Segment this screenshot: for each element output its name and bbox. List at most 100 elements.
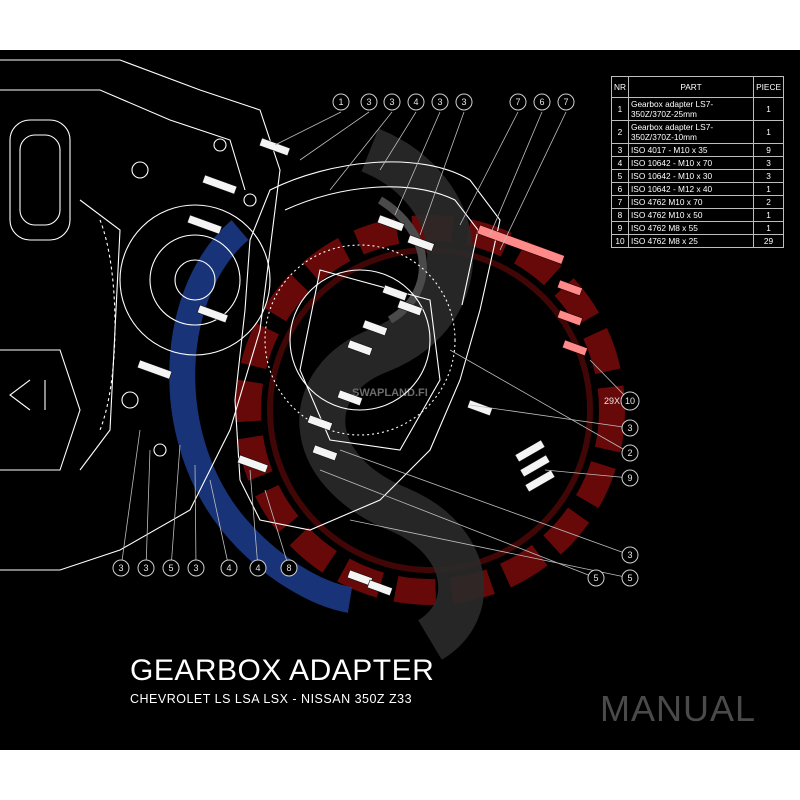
svg-text:3: 3 [461, 97, 466, 107]
svg-text:3: 3 [193, 563, 198, 573]
row-nr: 1 [611, 97, 629, 121]
row-piece: 3 [753, 156, 784, 170]
callout-5: 5 [621, 569, 639, 587]
svg-text:1: 1 [338, 97, 343, 107]
row-part: ISO 4762 M10 x 70 [627, 195, 755, 209]
row-part: Gearbox adapter LS7-350Z/370Z-25mm [627, 97, 755, 121]
callouts-top: 1 3 3 4 3 3 7 6 7 [332, 93, 575, 111]
svg-text:4: 4 [255, 563, 260, 573]
row-part: ISO 4762 M8 x 55 [627, 221, 755, 235]
row-nr: 6 [611, 182, 629, 196]
row-piece: 1 [753, 97, 784, 121]
callout-9: 9 [621, 469, 639, 487]
column-header-piece: PIECE [753, 76, 784, 98]
callout-7: 7 [509, 93, 527, 111]
svg-text:3: 3 [627, 423, 632, 433]
callout-4: 4 [407, 93, 425, 111]
column-header-nr: NR [611, 76, 629, 98]
svg-text:10: 10 [625, 396, 635, 406]
callout-7: 7 [557, 93, 575, 111]
row-piece: 9 [753, 143, 784, 157]
table-header-row: NR PART PIECE [611, 76, 784, 98]
callout-2: 2 [621, 444, 639, 462]
row-piece: 1 [753, 208, 784, 222]
row-piece: 1 [753, 182, 784, 196]
callout-3: 3 [360, 93, 378, 111]
callout-3: 3 [137, 559, 155, 577]
bolt-group [136, 137, 556, 597]
svg-text:5: 5 [168, 563, 173, 573]
qty-prefix: 29X [604, 396, 620, 406]
row-nr: 8 [611, 208, 629, 222]
svg-text:3: 3 [627, 550, 632, 560]
svg-text:9: 9 [627, 473, 632, 483]
diagram-canvas: SWAPLAND.FI [0, 50, 800, 750]
callout-10: 10 [620, 391, 640, 411]
row-part: ISO 4017 - M10 x 35 [627, 143, 755, 157]
row-nr: 10 [611, 234, 629, 248]
callout-3: 3 [187, 559, 205, 577]
row-part: ISO 10642 - M12 x 40 [627, 182, 755, 196]
engine-block [0, 59, 281, 571]
svg-text:3: 3 [366, 97, 371, 107]
column-header-part: PART [627, 76, 755, 98]
row-piece: 2 [753, 195, 784, 209]
svg-text:5: 5 [627, 573, 632, 583]
page-subtitle: CHEVROLET LS LSA LSX - NISSAN 350Z Z33 [130, 692, 413, 706]
exploded-view-drawing: SWAPLAND.FI [0, 59, 640, 660]
row-part: ISO 10642 - M10 x 30 [627, 169, 755, 183]
callout-3: 3 [621, 546, 639, 564]
page-title: GEARBOX ADAPTER [130, 654, 435, 687]
adapter-plate [234, 161, 501, 531]
callout-5: 5 [162, 559, 180, 577]
callout-4: 4 [249, 559, 267, 577]
row-part: ISO 4762 M10 x 50 [627, 208, 755, 222]
row-part: Gearbox adapter LS7-350Z/370Z-10mm [627, 120, 755, 144]
callout-5: 5 [587, 569, 605, 587]
row-piece: 1 [753, 120, 784, 144]
row-part: ISO 4762 M8 x 25 [627, 234, 755, 248]
row-nr: 2 [611, 120, 629, 144]
svg-text:7: 7 [563, 97, 568, 107]
svg-text:3: 3 [143, 563, 148, 573]
svg-text:6: 6 [539, 97, 544, 107]
svg-text:3: 3 [437, 97, 442, 107]
callout-4: 4 [220, 559, 238, 577]
bolt-group-highlight [476, 224, 588, 357]
row-nr: 3 [611, 143, 629, 157]
svg-text:7: 7 [515, 97, 520, 107]
callout-3: 3 [621, 419, 639, 437]
row-piece: 1 [753, 221, 784, 235]
row-nr: 7 [611, 195, 629, 209]
svg-text:5: 5 [593, 573, 598, 583]
row-nr: 9 [611, 221, 629, 235]
row-piece: 3 [753, 169, 784, 183]
callout-6: 6 [533, 93, 551, 111]
manual-label: MANUAL [600, 688, 757, 729]
callout-8: 8 [280, 559, 298, 577]
row-nr: 4 [611, 156, 629, 170]
svg-text:3: 3 [118, 563, 123, 573]
callout-3: 3 [112, 559, 130, 577]
callouts-right: 29X 10 3 2 9 3 5 5 [587, 391, 640, 587]
leader-lines [120, 111, 631, 579]
svg-text:4: 4 [413, 97, 418, 107]
svg-text:2: 2 [627, 448, 632, 458]
watermark-text: SWAPLAND.FI [352, 387, 428, 399]
callout-3: 3 [431, 93, 449, 111]
svg-text:3: 3 [389, 97, 394, 107]
row-nr: 5 [611, 169, 629, 183]
svg-text:8: 8 [286, 563, 291, 573]
row-part: ISO 10642 - M10 x 70 [627, 156, 755, 170]
